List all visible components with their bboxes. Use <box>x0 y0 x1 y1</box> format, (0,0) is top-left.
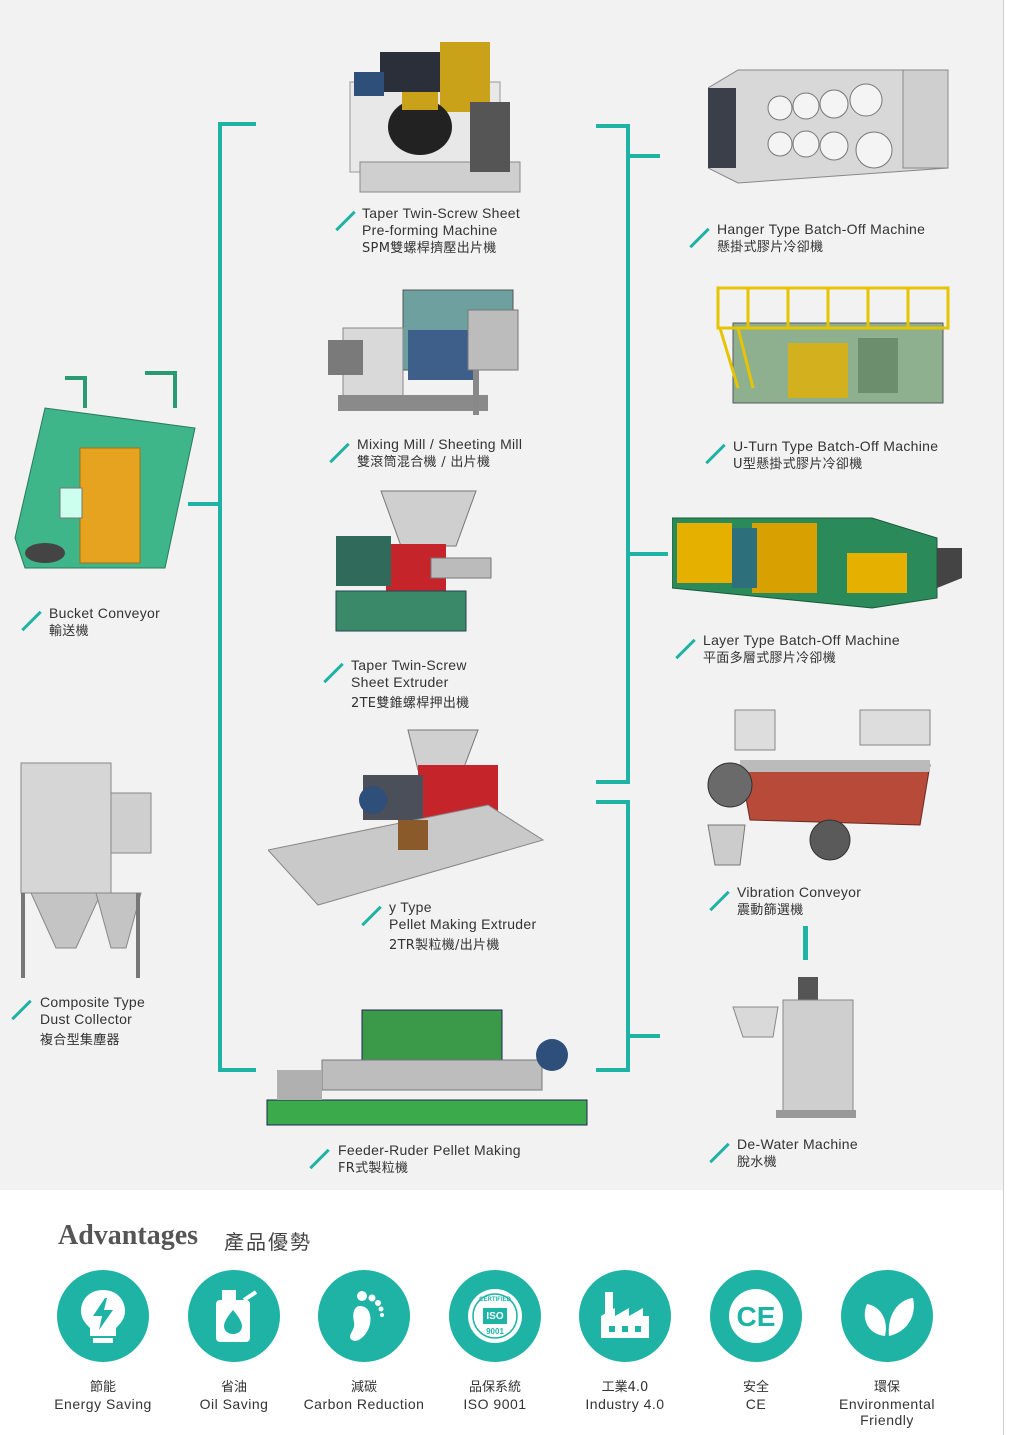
dust-label-en2: Dust Collector <box>40 1011 133 1027</box>
leaves-icon <box>841 1270 933 1362</box>
advantage-en: Oil Saving <box>199 1396 269 1412</box>
layer-label: Layer Type Batch-Off Machine 平面多層式膠片冷卻機 <box>703 632 900 667</box>
advantage-en: Energy Saving <box>54 1396 152 1412</box>
advantages-title: Advantages <box>58 1220 199 1251</box>
pellet-label-en2: Pellet Making Extruder <box>389 916 537 932</box>
footprint-icon <box>318 1270 410 1362</box>
iso-mid-text: ISO <box>486 1311 503 1322</box>
extruder-label-zh: 2TE雙錐螺桿押出機 <box>351 696 470 711</box>
bucket-label-zh: 輸送機 <box>49 624 89 639</box>
advantage-en: Environmental Friendly <box>839 1396 935 1428</box>
spm-label-zh: SPM雙螺桿擠壓出片機 <box>362 241 497 256</box>
advantage-zh: 品保系統 <box>468 1380 521 1395</box>
vibration-label-zh: 震動篩選機 <box>737 903 804 918</box>
spm-label-en2: Pre-forming Machine <box>362 222 498 238</box>
advantage-iso9001: CERTIFIED ISO 9001 品保系統 ISO 9001 <box>430 1270 560 1412</box>
vibration-label: Vibration Conveyor 震動篩選機 <box>737 884 861 919</box>
pellet-label-zh: 2TR製粒機/出片機 <box>389 938 500 953</box>
advantage-carbon-reduction: 減碳 Carbon Reduction <box>299 1270 429 1412</box>
advantage-zh: 安全 <box>742 1380 769 1395</box>
bucket-label: Bucket Conveyor 輸送機 <box>49 605 160 640</box>
feeder-ruder-image <box>266 1009 588 1126</box>
mixing-label: Mixing Mill / Sheeting Mill 雙滾筒混合機 / 出片機 <box>357 436 522 471</box>
pellet-extruder-image <box>268 729 545 906</box>
ce-mark-icon: CE <box>710 1270 802 1362</box>
hanger-machine-image <box>708 69 949 184</box>
iso-top-text: CERTIFIED <box>479 1297 511 1303</box>
uturn-machine-image <box>716 286 950 404</box>
iso-num-text: 9001 <box>486 1327 504 1336</box>
advantages-title-zh: 產品優勢 <box>224 1230 312 1254</box>
dewater-label: De-Water Machine 脫水機 <box>737 1136 858 1171</box>
dust-label: Composite Type Dust Collector 複合型集塵器 <box>40 994 145 1049</box>
pellet-label-en1: y Type <box>389 899 432 915</box>
dewater-machine-image <box>732 977 856 1118</box>
advantage-en: CE <box>745 1396 767 1412</box>
spm-label: Taper Twin-Screw Sheet Pre-forming Machi… <box>362 205 520 257</box>
layer-label-zh: 平面多層式膠片冷卻機 <box>703 651 837 666</box>
hanger-label-en1: Hanger Type Batch-Off Machine <box>717 221 926 237</box>
extruder-label-en1: Taper Twin-Screw <box>351 657 467 673</box>
uturn-label-zh: U型懸掛式膠片冷卻機 <box>733 457 863 472</box>
advantage-zh: 省油 <box>220 1380 247 1395</box>
vibration-conveyor-image <box>707 709 931 866</box>
advantage-en: Carbon Reduction <box>303 1396 425 1412</box>
feeder-label-zh: FR式製粒機 <box>338 1161 409 1176</box>
pellet-label: y Type Pellet Making Extruder 2TR製粒機/出片機 <box>389 899 536 954</box>
advantage-zh: 節能 <box>89 1380 116 1395</box>
uturn-label-en1: U-Turn Type Batch-Off Machine <box>733 438 939 454</box>
hanger-label-zh: 懸掛式膠片冷卻機 <box>717 240 824 255</box>
advantage-zh: 減碳 <box>350 1380 377 1395</box>
hanger-label: Hanger Type Batch-Off Machine 懸掛式膠片冷卻機 <box>717 221 925 256</box>
advantage-industry40: 工業4.0 Industry 4.0 <box>560 1270 690 1412</box>
dust-label-zh: 複合型集塵器 <box>40 1033 120 1048</box>
feeder-label: Feeder-Ruder Pellet Making FR式製粒機 <box>338 1142 521 1177</box>
advantage-zh: 工業4.0 <box>601 1380 649 1395</box>
advantage-zh: 環保 <box>873 1380 900 1395</box>
sheet-extruder-image <box>335 490 492 632</box>
dust-label-en1: Composite Type <box>40 994 146 1010</box>
feeder-label-en1: Feeder-Ruder Pellet Making <box>338 1142 521 1158</box>
mixing-mill-image <box>328 289 519 415</box>
advantage-oil-saving: 省油 Oil Saving <box>169 1270 299 1412</box>
advantage-en: ISO 9001 <box>463 1396 527 1412</box>
factory-icon <box>579 1270 671 1362</box>
page-edge <box>1003 0 1023 1435</box>
mixing-label-en1: Mixing Mill / Sheeting Mill <box>357 436 523 452</box>
uturn-label: U-Turn Type Batch-Off Machine U型懸掛式膠片冷卻機 <box>733 438 938 473</box>
dewater-label-en1: De-Water Machine <box>737 1136 858 1152</box>
advantage-environmental: 環保 Environmental Friendly <box>822 1270 952 1428</box>
bucket-conveyor-image <box>14 371 196 569</box>
extruder-label-en2: Sheet Extruder <box>351 674 449 690</box>
advantage-energy-saving: 節能 Energy Saving <box>38 1270 168 1412</box>
layer-label-en1: Layer Type Batch-Off Machine <box>703 632 900 648</box>
extruder-label: Taper Twin-Screw Sheet Extruder 2TE雙錐螺桿押… <box>351 657 469 712</box>
bucket-label-en1: Bucket Conveyor <box>49 605 161 621</box>
oil-can-icon <box>188 1270 280 1362</box>
bulb-icon <box>57 1270 149 1362</box>
vibration-label-en1: Vibration Conveyor <box>737 884 862 900</box>
advantage-ce: CE 安全 CE <box>691 1270 821 1412</box>
dewater-label-zh: 脫水機 <box>737 1155 777 1170</box>
iso-badge-icon: CERTIFIED ISO 9001 <box>449 1270 541 1362</box>
layer-machine-image <box>672 517 962 609</box>
mixing-label-zh: 雙滾筒混合機 / 出片機 <box>357 455 491 470</box>
advantage-en: Industry 4.0 <box>585 1396 665 1412</box>
ce-text: CE <box>737 1301 776 1332</box>
spm-machine-image <box>349 42 521 193</box>
spm-label-en1: Taper Twin-Screw Sheet <box>362 205 521 221</box>
dust-collector-image <box>20 762 152 978</box>
